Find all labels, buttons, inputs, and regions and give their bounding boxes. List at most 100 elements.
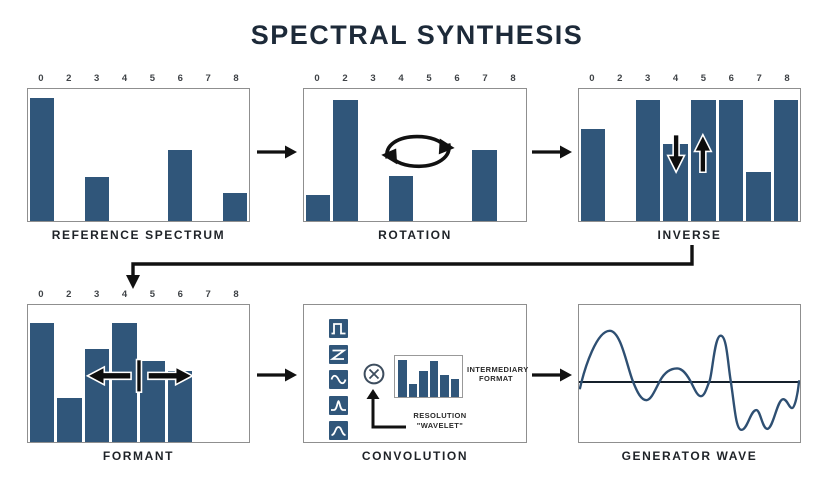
square-wave-icon <box>329 319 348 338</box>
panel-label: CONVOLUTION <box>361 449 469 463</box>
bar-group <box>395 356 462 397</box>
tick-label: 8 <box>233 73 239 84</box>
bar-slot <box>408 356 419 397</box>
flow-arrow-icon <box>257 145 297 159</box>
bar-slot <box>111 89 139 221</box>
spectrum-bar <box>29 322 55 442</box>
bar-slot <box>418 356 429 397</box>
bar-slot <box>83 305 111 442</box>
bar-group <box>579 89 800 221</box>
bar-slot <box>450 356 461 397</box>
tick-label: 5 <box>149 289 156 300</box>
tick-label: 5 <box>426 73 432 84</box>
spectrum-bar <box>333 99 358 221</box>
bar-slot <box>634 89 662 221</box>
convolution-operator-icon <box>363 363 385 385</box>
tick-label: 8 <box>233 289 239 300</box>
spectrum-bar <box>84 177 110 221</box>
formant-chart <box>27 304 250 443</box>
tick-label: 7 <box>482 73 488 84</box>
bar-slot <box>387 89 415 221</box>
sine-wave-icon <box>329 370 348 389</box>
spectrum-bar <box>472 149 497 221</box>
tick-label: 3 <box>645 73 651 84</box>
spectrum-bar <box>57 398 82 442</box>
flow-arrow-icon <box>532 145 572 159</box>
tick-label: 2 <box>617 73 623 84</box>
spectrum-bar <box>419 371 428 397</box>
spectrum-bar <box>84 348 110 442</box>
spectrum-bar <box>663 144 688 221</box>
bar-slot <box>745 89 773 221</box>
tick-label: 0 <box>38 289 44 300</box>
bar-slot <box>439 356 450 397</box>
generator-wave-chart <box>578 304 801 443</box>
tick-label: 5 <box>700 73 707 84</box>
bar-slot <box>83 89 111 221</box>
spectrum-bar <box>440 375 449 397</box>
tick-label: 6 <box>177 73 183 84</box>
spectrum-bar <box>718 99 744 221</box>
tick-label: 5 <box>149 73 156 84</box>
bar-slot <box>28 89 56 221</box>
inverse-chart <box>578 88 801 222</box>
spectrum-bar <box>167 149 193 221</box>
intermediary-format-chart <box>394 355 463 398</box>
panel-label: REFERENCE SPECTRUM <box>51 228 226 242</box>
spectrum-bar <box>580 128 606 221</box>
bar-slot <box>194 305 222 442</box>
convolution-box: INTERMEDIARY FORMAT RESOLUTION "WAVELET" <box>303 304 529 443</box>
sharp-peak-wave-icon <box>329 395 348 415</box>
reference-spectrum-chart <box>27 88 250 222</box>
spectrum-bar <box>429 360 438 397</box>
bar-slot <box>415 89 443 221</box>
feedback-connector-arrow <box>126 245 694 289</box>
waveform-curve <box>579 329 800 432</box>
tick-label: 7 <box>756 73 762 84</box>
sawtooth-wave-icon <box>329 344 348 364</box>
tick-label: 2 <box>66 289 72 300</box>
diagram-title: SPECTRAL SYNTHESIS <box>250 20 584 50</box>
panel-convolution: INTERMEDIARY FORMAT RESOLUTION "WAVELET"… <box>303 286 529 463</box>
spectrum-bar <box>408 384 417 397</box>
spectrum-bar <box>305 194 331 221</box>
rotation-chart <box>303 88 527 222</box>
bar-slot <box>139 89 167 221</box>
bar-slot <box>443 89 471 221</box>
flow-arrow-icon <box>532 368 572 382</box>
tick-label: 4 <box>672 73 679 84</box>
spectrum-bar <box>140 361 165 442</box>
bar-slot <box>28 305 56 442</box>
spectrum-bar <box>167 370 193 442</box>
resolution-wavelet-label: RESOLUTION "WAVELET" <box>413 411 467 430</box>
bar-group <box>304 89 526 221</box>
bar-slot <box>429 356 440 397</box>
bar-slot <box>772 89 800 221</box>
resolution-pointer-arrow <box>366 389 406 429</box>
spectrum-bar <box>746 172 771 221</box>
flow-arrow-icon <box>257 368 297 382</box>
tick-label: 0 <box>314 73 320 84</box>
tick-label: 7 <box>205 73 211 84</box>
tick-label: 7 <box>205 289 211 300</box>
spectrum-bar <box>388 176 414 221</box>
zero-axis-line <box>579 381 800 383</box>
panel-label: INVERSE <box>657 228 722 242</box>
intermediary-format-label: INTERMEDIARY FORMAT <box>467 365 529 384</box>
bar-slot <box>717 89 745 221</box>
tick-label: 8 <box>510 73 516 84</box>
spectrum-bar <box>691 99 716 221</box>
bar-slot <box>471 89 499 221</box>
tick-label: 0 <box>589 73 595 84</box>
bar-slot <box>221 305 249 442</box>
tick-label: 3 <box>370 73 376 84</box>
wavelet-icon-column <box>329 319 348 447</box>
panel-label: GENERATOR WAVE <box>621 449 758 463</box>
tick-label: 8 <box>784 73 790 84</box>
